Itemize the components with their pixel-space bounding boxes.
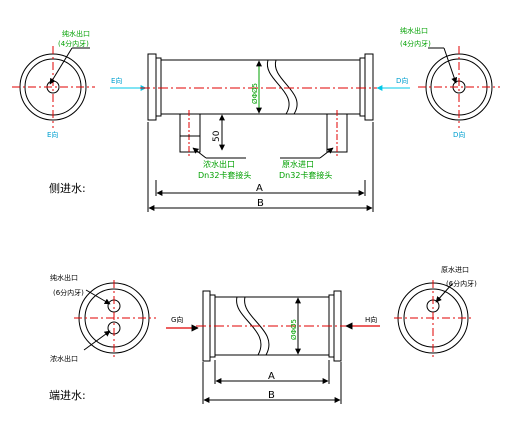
end-right-callout-1: 原水进口	[441, 265, 469, 274]
side-right-callout-1: 纯水出口	[400, 26, 428, 35]
side-left-callout-1: 纯水出口	[62, 29, 90, 38]
end-inlet-caption: 端进水:	[49, 389, 86, 402]
raw-inlet-label: 原水进口	[282, 159, 314, 169]
end-housing-tube	[196, 290, 348, 362]
side-d-label-right: D向	[396, 76, 408, 85]
end-diameter-label: ØΦØ5	[290, 319, 298, 340]
end-g-label: G向	[171, 315, 183, 324]
end-left-callout-top-2: (6分内牙)	[53, 288, 84, 297]
conc-fitting-label: Dn32卡套接头	[198, 170, 251, 180]
side-diameter-label: ØΦØ5	[251, 83, 259, 104]
side-d-label-bottom: D向	[453, 130, 465, 139]
conc-leader	[192, 147, 207, 159]
end-dim-b-label: B	[268, 390, 275, 401]
end-left-callout-top-1: 纯水出口	[50, 273, 78, 282]
end-h-label: H向	[365, 315, 377, 324]
side-housing-tube	[140, 53, 382, 121]
side-right-callout-2: (4分内牙)	[400, 39, 431, 48]
port-height-label: 50	[212, 130, 222, 142]
side-e-label-top: E向	[111, 76, 122, 85]
side-e-label-bottom: E向	[47, 130, 58, 139]
end-dim-a-label: A	[268, 371, 275, 382]
end-left-end-view	[74, 280, 156, 358]
side-port-raw	[326, 110, 348, 158]
raw-fitting-label: Dn32卡套接头	[279, 170, 332, 180]
raw-leader	[319, 147, 334, 159]
conc-outlet-label: 浓水出口	[203, 159, 235, 169]
side-inlet-caption: 侧进水:	[49, 182, 86, 195]
side-dim-b-label: B	[257, 198, 264, 209]
side-port-concentrate	[179, 110, 201, 158]
side-dim-a-label: A	[256, 183, 263, 194]
side-left-end-view	[12, 46, 95, 128]
end-left-callout-bottom: 浓水出口	[50, 354, 78, 363]
end-right-end-view	[394, 280, 472, 358]
side-left-callout-2: (4分内牙)	[58, 39, 89, 48]
end-right-callout-2: (6分内牙)	[446, 279, 477, 288]
side-right-end-view	[418, 46, 500, 128]
